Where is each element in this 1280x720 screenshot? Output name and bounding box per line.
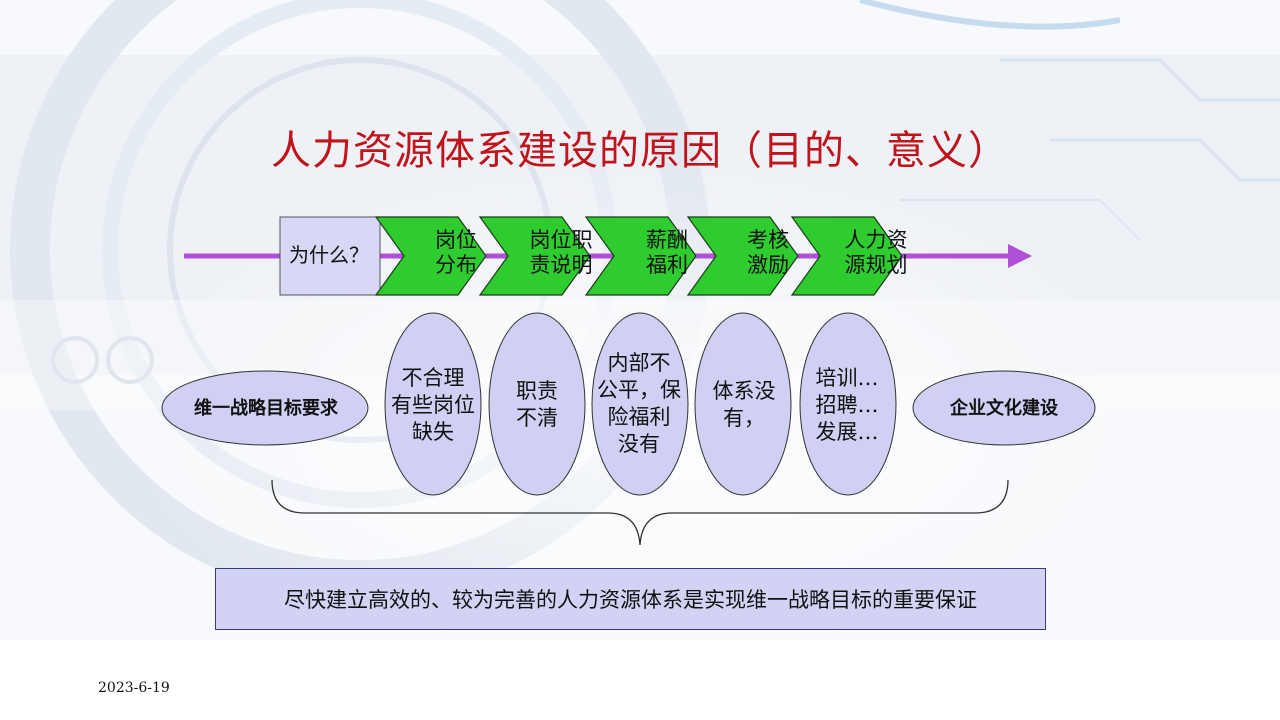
conclusion-box: 尽快建立高效的、较为完善的人力资源体系是实现维一战略目标的重要保证	[215, 568, 1046, 630]
problem-ellipse-3	[591, 312, 689, 496]
problem-label-4: 体系没有，	[712, 379, 776, 430]
left-ellipse-label: 维一战略目标要求	[194, 398, 338, 419]
chevron-step-2	[478, 216, 591, 296]
step-label-3: 薪酬福利	[646, 228, 688, 277]
step-label-1: 岗位分布	[435, 228, 477, 277]
slide-date: 2023-6-19	[98, 680, 170, 696]
problem-label-2: 职责不清	[516, 379, 558, 430]
problem-ellipse-5	[799, 312, 897, 496]
problem-ellipse-4	[694, 312, 792, 496]
chevron-step-4	[686, 216, 799, 296]
flow-arrow-head	[1008, 244, 1032, 268]
step-label-4: 考核激励	[747, 228, 789, 277]
step-label-5: 人力资源规划	[844, 228, 908, 277]
step-label-2: 岗位职责说明	[529, 228, 593, 277]
right-ellipse-label: 企业文化建设	[950, 398, 1058, 419]
right-ellipse	[912, 370, 1096, 446]
chevron-step-3	[584, 216, 697, 296]
page-title: 人力资源体系建设的原因（目的、意义）	[271, 128, 1009, 174]
problem-label-1: 不合理有些岗位缺失	[391, 366, 475, 444]
why-box-label: 为什么？	[289, 243, 369, 267]
chevron-step-1	[374, 216, 487, 296]
problem-ellipse-2	[488, 312, 586, 496]
curly-brace	[271, 479, 1009, 546]
left-ellipse	[161, 370, 369, 446]
chevron-step-5	[790, 216, 903, 296]
why-box	[279, 216, 381, 296]
conclusion-text: 尽快建立高效的、较为完善的人力资源体系是实现维一战略目标的重要保证	[284, 588, 977, 612]
problem-label-5: 培训…招聘…发展…	[815, 366, 879, 444]
problem-label-3: 内部不公平，保险福利没有	[597, 351, 681, 456]
problem-ellipse-1	[384, 312, 482, 496]
